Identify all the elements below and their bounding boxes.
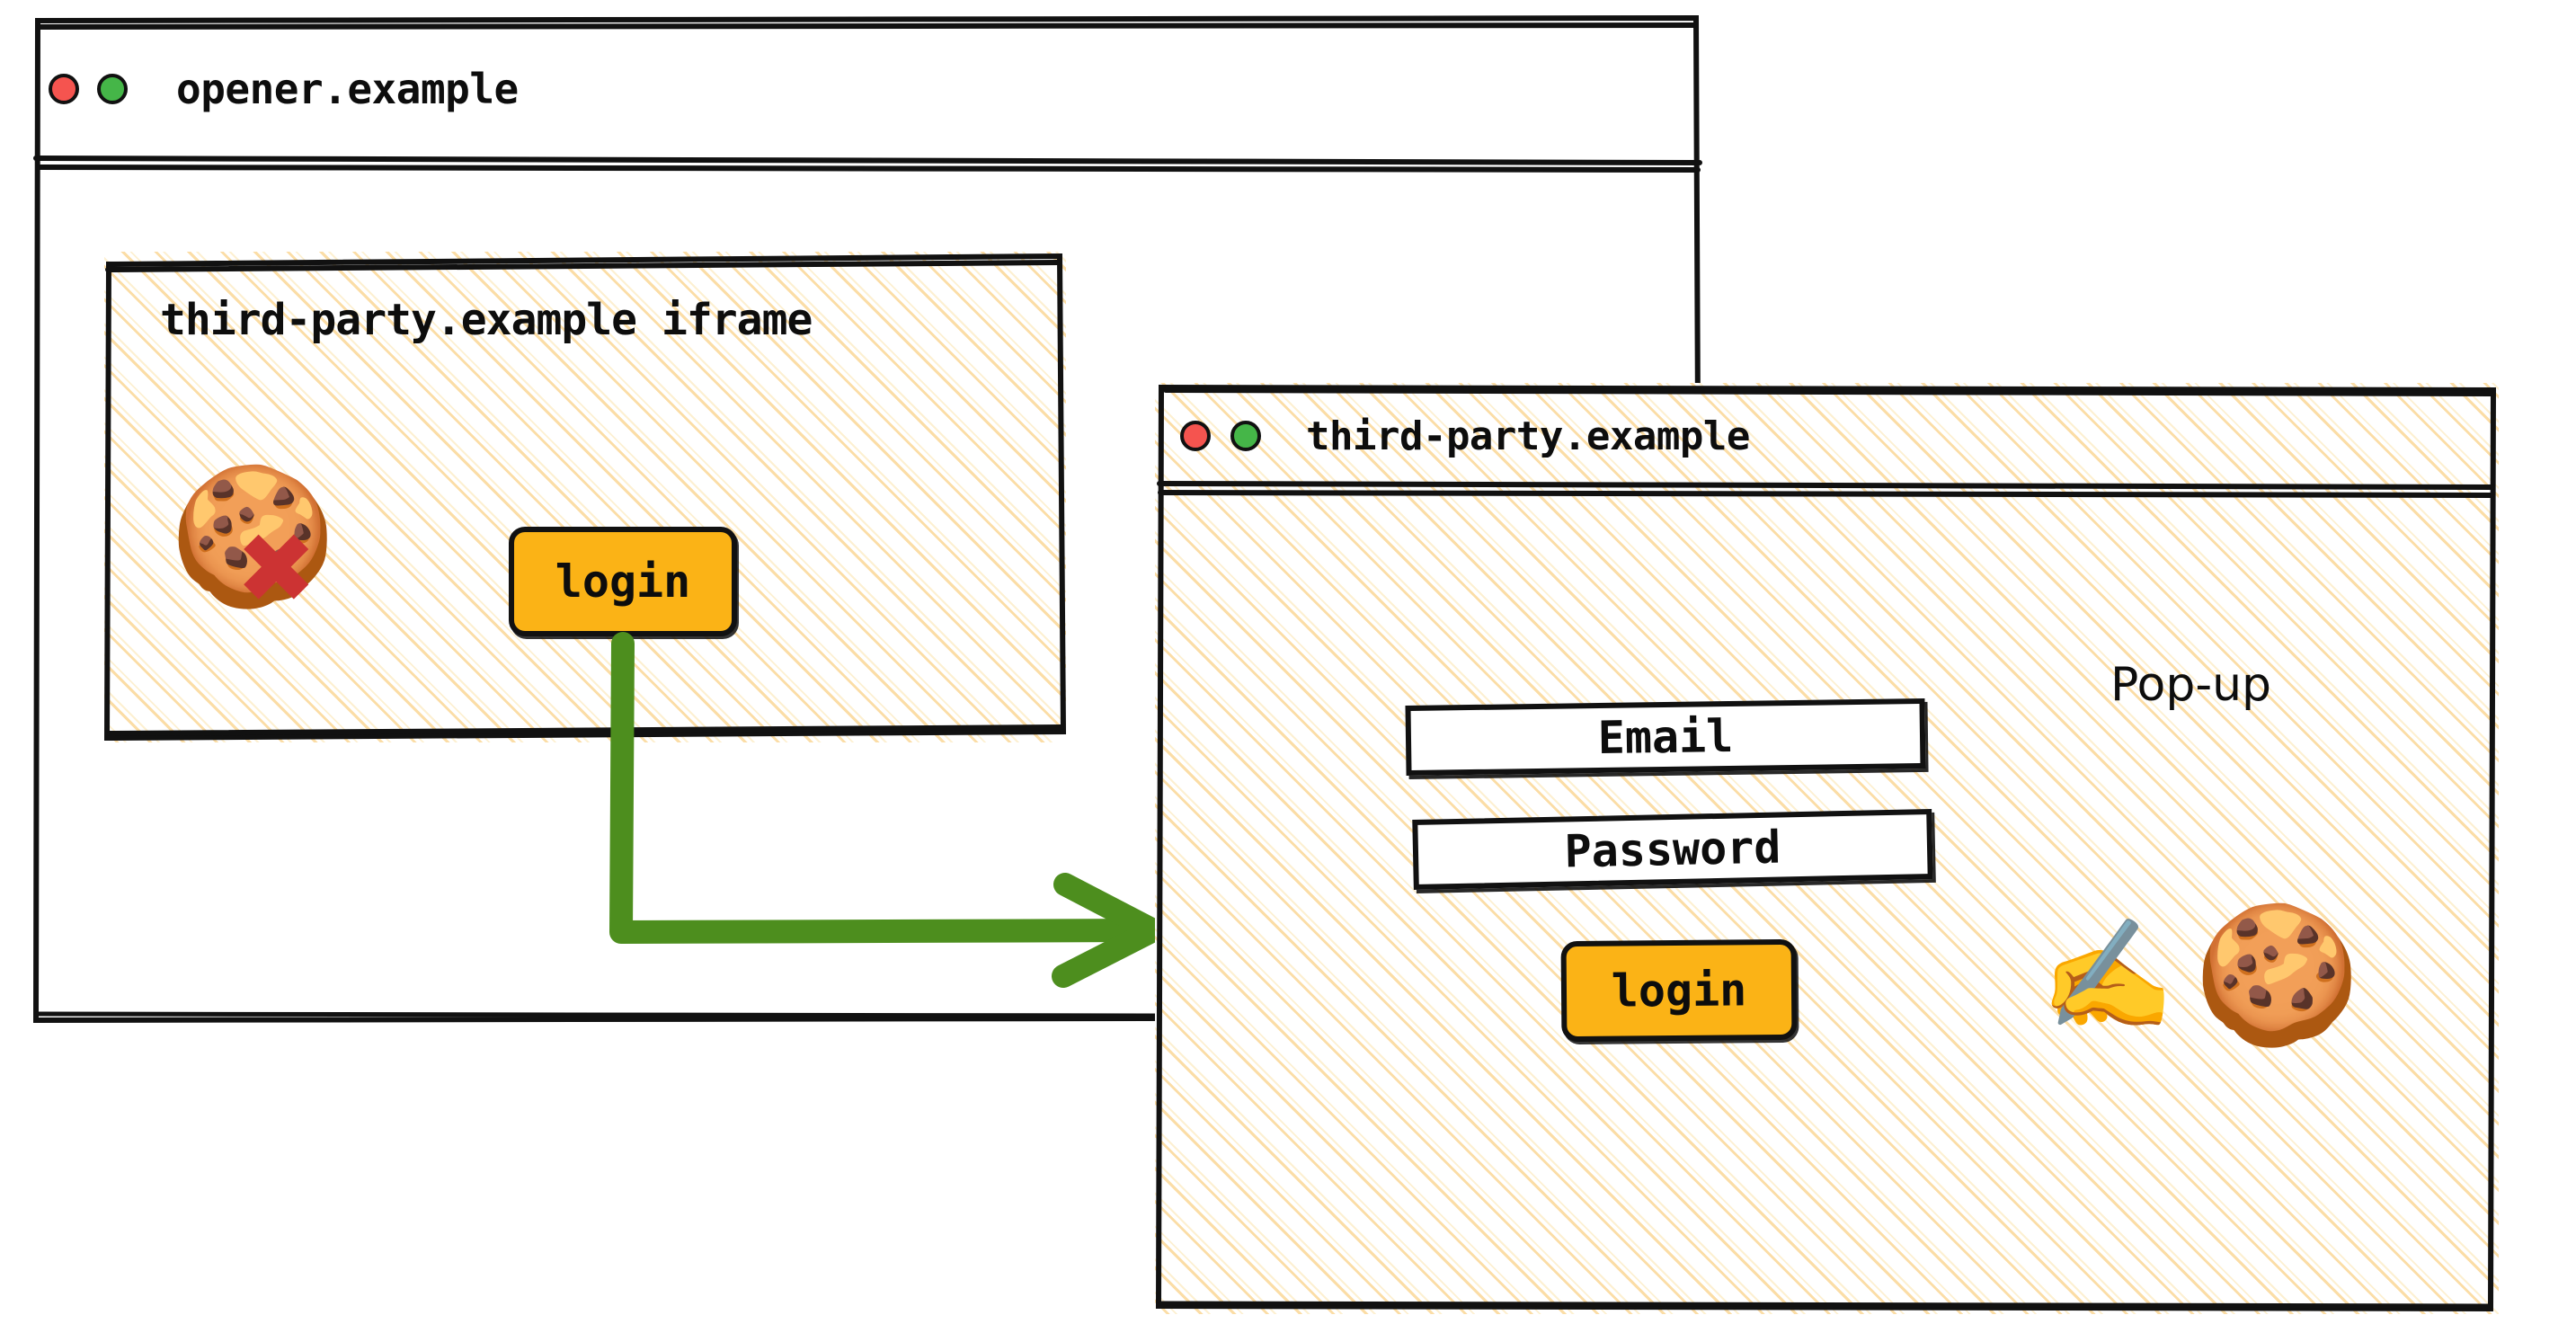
popup-titlebar: third-party.example (1155, 383, 2499, 489)
password-field[interactable]: Password (1412, 808, 1933, 891)
cross-mark-icon: ✖ (235, 513, 317, 626)
cookie-icon: 🍪 (169, 458, 337, 615)
iframe-login-button[interactable]: login (509, 527, 737, 636)
minimize-dot-icon[interactable] (97, 74, 128, 104)
iframe-title-label: third-party.example iframe (160, 295, 813, 345)
popup-annotation-label: Pop-up (2110, 658, 2272, 712)
cookie-icon: 🍪 (2193, 897, 2361, 1053)
blocked-cookie-group: 🍪 ✖ (169, 469, 358, 658)
popup-window-title: third-party.example (1306, 413, 1750, 459)
writing-hand-icon: ✍️ (2040, 913, 2175, 1038)
close-dot-icon[interactable] (49, 74, 79, 104)
cookie-write-group: ✍️ 🍪 (2040, 908, 2373, 1061)
close-dot-icon[interactable] (1180, 421, 1211, 451)
popup-login-button[interactable]: login (1560, 938, 1798, 1043)
opener-titlebar: opener.example (32, 14, 1704, 164)
email-field[interactable]: Email (1405, 698, 1926, 777)
opener-window-title: opener.example (176, 65, 519, 113)
third-party-iframe: third-party.example iframe (103, 252, 1067, 742)
minimize-dot-icon[interactable] (1230, 421, 1261, 451)
